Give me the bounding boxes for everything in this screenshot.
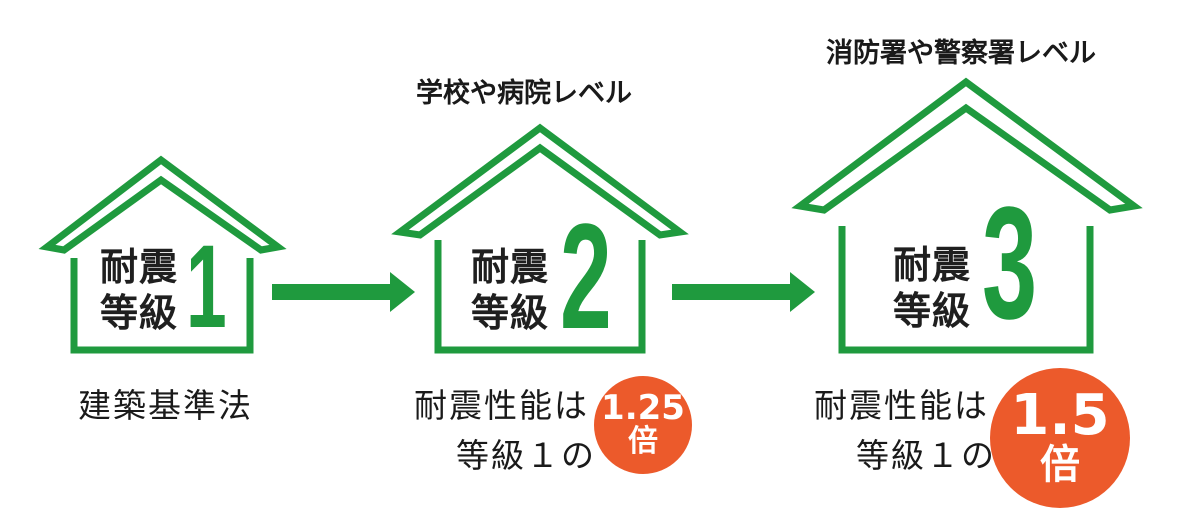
level-text-grade-3: 消防署や警察署レベル	[826, 38, 1096, 69]
grade-3-label-line2: 等級	[892, 289, 971, 333]
house-2-outline	[391, 123, 689, 354]
house-3-outline	[791, 77, 1143, 354]
grade-3-badge-unit: 倍	[1040, 442, 1080, 488]
arrow-1	[272, 272, 415, 312]
grade-3-number: 3	[982, 173, 1038, 352]
level-text-grade-2: 学校や病院レベル	[416, 78, 632, 109]
grade-1-label-line2: 等級	[99, 291, 178, 335]
grade-2-multiplier-badge: 1.25 倍	[594, 376, 692, 474]
grade-2-label: 耐震 等級	[466, 244, 554, 336]
grade-2-badge-value: 1.25	[601, 388, 685, 428]
grade-3-description-line2: 等級１の	[856, 436, 996, 475]
grade-3-label-line1: 耐震	[892, 243, 971, 287]
house-1-outline	[38, 155, 287, 354]
grade-1-label: 耐震 等級	[95, 244, 183, 336]
grade-2-badge-unit: 倍	[628, 424, 658, 459]
grade-3-label: 耐震 等級	[888, 242, 976, 334]
grade-1-description: 建築基準法	[78, 386, 253, 425]
grade-2-label-line2: 等級	[470, 291, 549, 335]
arrow-2	[672, 272, 815, 312]
grade-1-label-line1: 耐震	[99, 245, 178, 289]
grade-3-multiplier-badge: 1.5 倍	[990, 368, 1130, 508]
grade-2-description-line1: 耐震性能は	[414, 386, 589, 425]
grade-2-label-line1: 耐震	[470, 245, 549, 289]
grade-3-badge-value: 1.5	[1010, 383, 1110, 448]
grade-1-number: 1	[186, 221, 227, 353]
grade-2-description-line2: 等級１の	[456, 436, 596, 475]
grade-3-description-line1: 耐震性能は	[814, 386, 989, 425]
grade-2-number: 2	[560, 192, 612, 360]
